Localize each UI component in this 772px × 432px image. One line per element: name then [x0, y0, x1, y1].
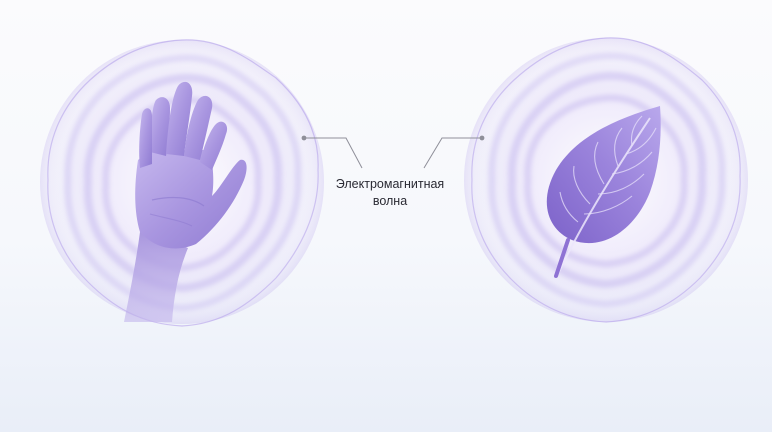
wave-label-line-2: волна — [318, 193, 462, 210]
callout-leader-lines — [302, 136, 485, 168]
leader-dot-right — [480, 136, 485, 141]
leader-dot-left — [302, 136, 307, 141]
wave-label: Электромагнитная волна — [318, 176, 462, 210]
wave-label-line-1: Электромагнитная — [318, 176, 462, 193]
